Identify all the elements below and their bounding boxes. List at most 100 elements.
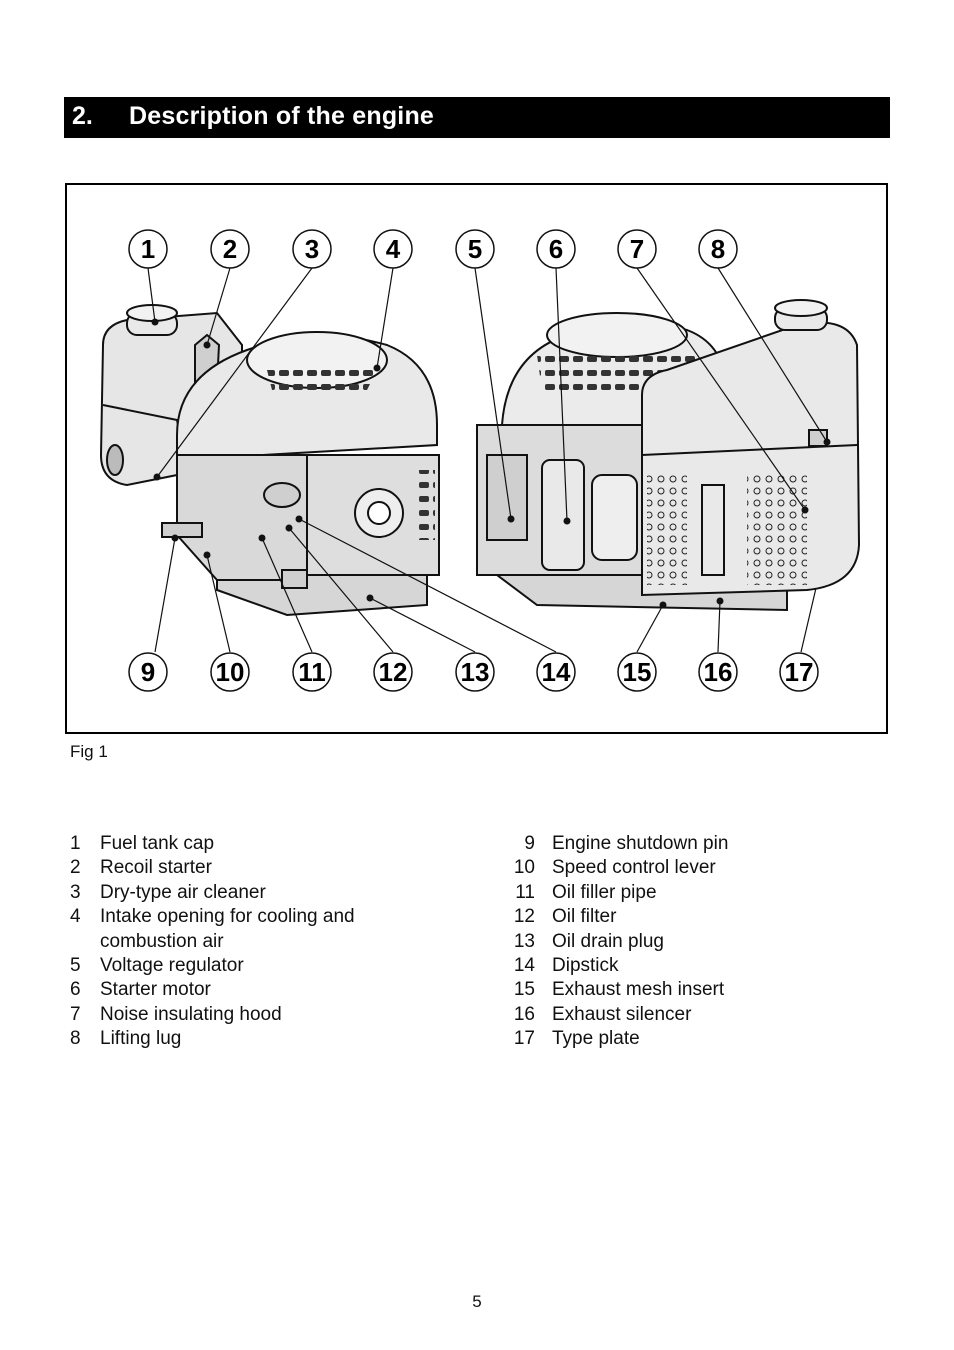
engine-illustration: 1 2 3 4 5 6 7 8 9 10 11 12 13 14 15 16 1…: [99, 229, 861, 692]
legend-right: 9 Engine shutdown pin 10 Speed control lev…: [505, 832, 729, 1052]
callout-14: 14: [536, 652, 576, 692]
legend-number: 9: [524, 833, 535, 854]
legend-item: 9 Engine shutdown pin: [505, 832, 728, 856]
legend-item: 4 Intake opening for cooling and: [70, 905, 355, 929]
legend-number: 16: [513, 1003, 535, 1025]
legend-item: 15 Exhaust mesh insert: [505, 978, 728, 1002]
leader-lines: [147, 267, 828, 653]
callout-label: 4: [386, 234, 401, 264]
legend-number: 14: [513, 955, 535, 977]
callout-15: 15: [617, 652, 657, 692]
callout-3: 3: [292, 229, 332, 269]
callout-4: 4: [373, 229, 413, 269]
legend-text: Type plate: [552, 1028, 640, 1050]
legend-text: Engine shutdown pin: [552, 833, 729, 854]
legend-number: 13: [513, 930, 535, 952]
legend-item: 11 Oil filler pipe: [505, 881, 728, 905]
callout-2: 2: [210, 229, 250, 269]
figure-caption: Fig 1: [70, 742, 108, 761]
callout-10: 10: [210, 652, 250, 692]
legend-item: 2 Recoil starter: [70, 856, 355, 880]
legend-item: 14 Dipstick: [505, 954, 728, 978]
callout-5: 5: [455, 229, 495, 269]
callout-label: 15: [623, 657, 652, 687]
page-number: 5: [472, 1292, 482, 1311]
legend-item: 1 Fuel tank cap: [70, 832, 355, 856]
callout-label: 12: [379, 657, 408, 687]
callout-label: 8: [711, 234, 725, 264]
callout-6: 6: [536, 229, 576, 269]
legend-text: Starter motor: [100, 979, 211, 1001]
callout-label: 2: [223, 234, 237, 264]
legend-text: Oil drain plug: [552, 930, 664, 952]
legend-text: Exhaust mesh insert: [552, 979, 725, 1001]
callout-label: 11: [298, 657, 326, 687]
legend-text: Exhaust silencer: [552, 1003, 692, 1025]
callout-12: 12: [373, 652, 413, 692]
legend-text: Voltage regulator: [100, 955, 244, 977]
callout-16: 16: [698, 652, 738, 692]
callout-9: 9: [128, 652, 168, 692]
legend-item: 8 Lifting lug: [70, 1027, 355, 1051]
legend-number: 10: [513, 857, 535, 879]
callout-8: 8: [698, 229, 738, 269]
right-engine-drawing: [476, 299, 861, 612]
legend-item: 3 Dry-type air cleaner: [70, 881, 355, 905]
legend-number: 8: [70, 1028, 81, 1050]
callout-label: 5: [468, 234, 482, 264]
legend-text: Speed control lever: [552, 857, 716, 879]
legend-number: 2: [70, 857, 81, 879]
callout-17: 17: [779, 652, 819, 692]
legend-item: 10 Speed control lever: [505, 856, 728, 880]
legend-text: Fuel tank cap: [100, 833, 215, 854]
legend-text: Intake opening for cooling and: [100, 906, 355, 928]
legend-text: combustion air: [100, 930, 224, 952]
legend-text: Dipstick: [552, 955, 619, 977]
callout-11: 11: [292, 652, 332, 692]
callout-label: 6: [549, 234, 563, 264]
callouts-top: 1 2 3 4 5 6 7 8: [128, 229, 738, 269]
legend-number: 1: [70, 833, 81, 854]
legend-text: Recoil starter: [100, 857, 212, 879]
legend-left: 1 Fuel tank cap 2 Recoil starter 3 Dry-type…: [70, 832, 355, 1052]
legend-number: [70, 930, 82, 954]
legend-text: Dry-type air cleaner: [100, 881, 266, 903]
legend-number: 3: [70, 881, 81, 903]
legend-number: 5: [70, 955, 81, 977]
legend-number: 17: [513, 1028, 535, 1050]
legend-item: 13 Oil drain plug: [505, 930, 728, 954]
section-number: 2.: [72, 102, 93, 130]
callout-label: 3: [305, 234, 319, 264]
legend-item: 12 Oil filter: [505, 905, 728, 929]
legend-item: 16 Exhaust silencer: [505, 1003, 728, 1027]
legend-text: Oil filter: [552, 906, 617, 928]
callout-label: 10: [216, 657, 245, 687]
callout-1: 1: [128, 229, 168, 269]
callout-label: 9: [141, 657, 155, 687]
legend-item: combustion air: [70, 930, 355, 954]
legend-number: 11: [515, 881, 535, 903]
legend-number: 7: [70, 1003, 81, 1025]
legend-number: 12: [513, 906, 535, 928]
engine-figure: 1 2 3 4 5 6 7 8 9 10 11 12 13 14 15 16 1…: [65, 183, 888, 734]
callout-13: 13: [455, 652, 495, 692]
legend-item: 7 Noise insulating hood: [70, 1003, 355, 1027]
legend-item: 17 Type plate: [505, 1027, 728, 1051]
callout-label: 14: [542, 657, 571, 687]
legend-text: Oil filler pipe: [552, 881, 657, 903]
legend-text: Lifting lug: [100, 1028, 182, 1050]
callout-label: 13: [461, 657, 490, 687]
callout-label: 1: [141, 234, 155, 264]
section-header: 2. Description of the engine: [64, 97, 890, 138]
legend-item: 5 Voltage regulator: [70, 954, 355, 978]
legend-number: 15: [513, 979, 535, 1001]
callout-7: 7: [617, 229, 657, 269]
callout-label: 7: [630, 234, 644, 264]
legend-number: 4: [70, 906, 81, 928]
legend-text: Noise insulating hood: [100, 1003, 282, 1025]
callout-label: 17: [785, 657, 814, 687]
leader-dots: [151, 318, 831, 609]
left-engine-drawing: [99, 304, 440, 617]
callout-label: 16: [704, 657, 733, 687]
